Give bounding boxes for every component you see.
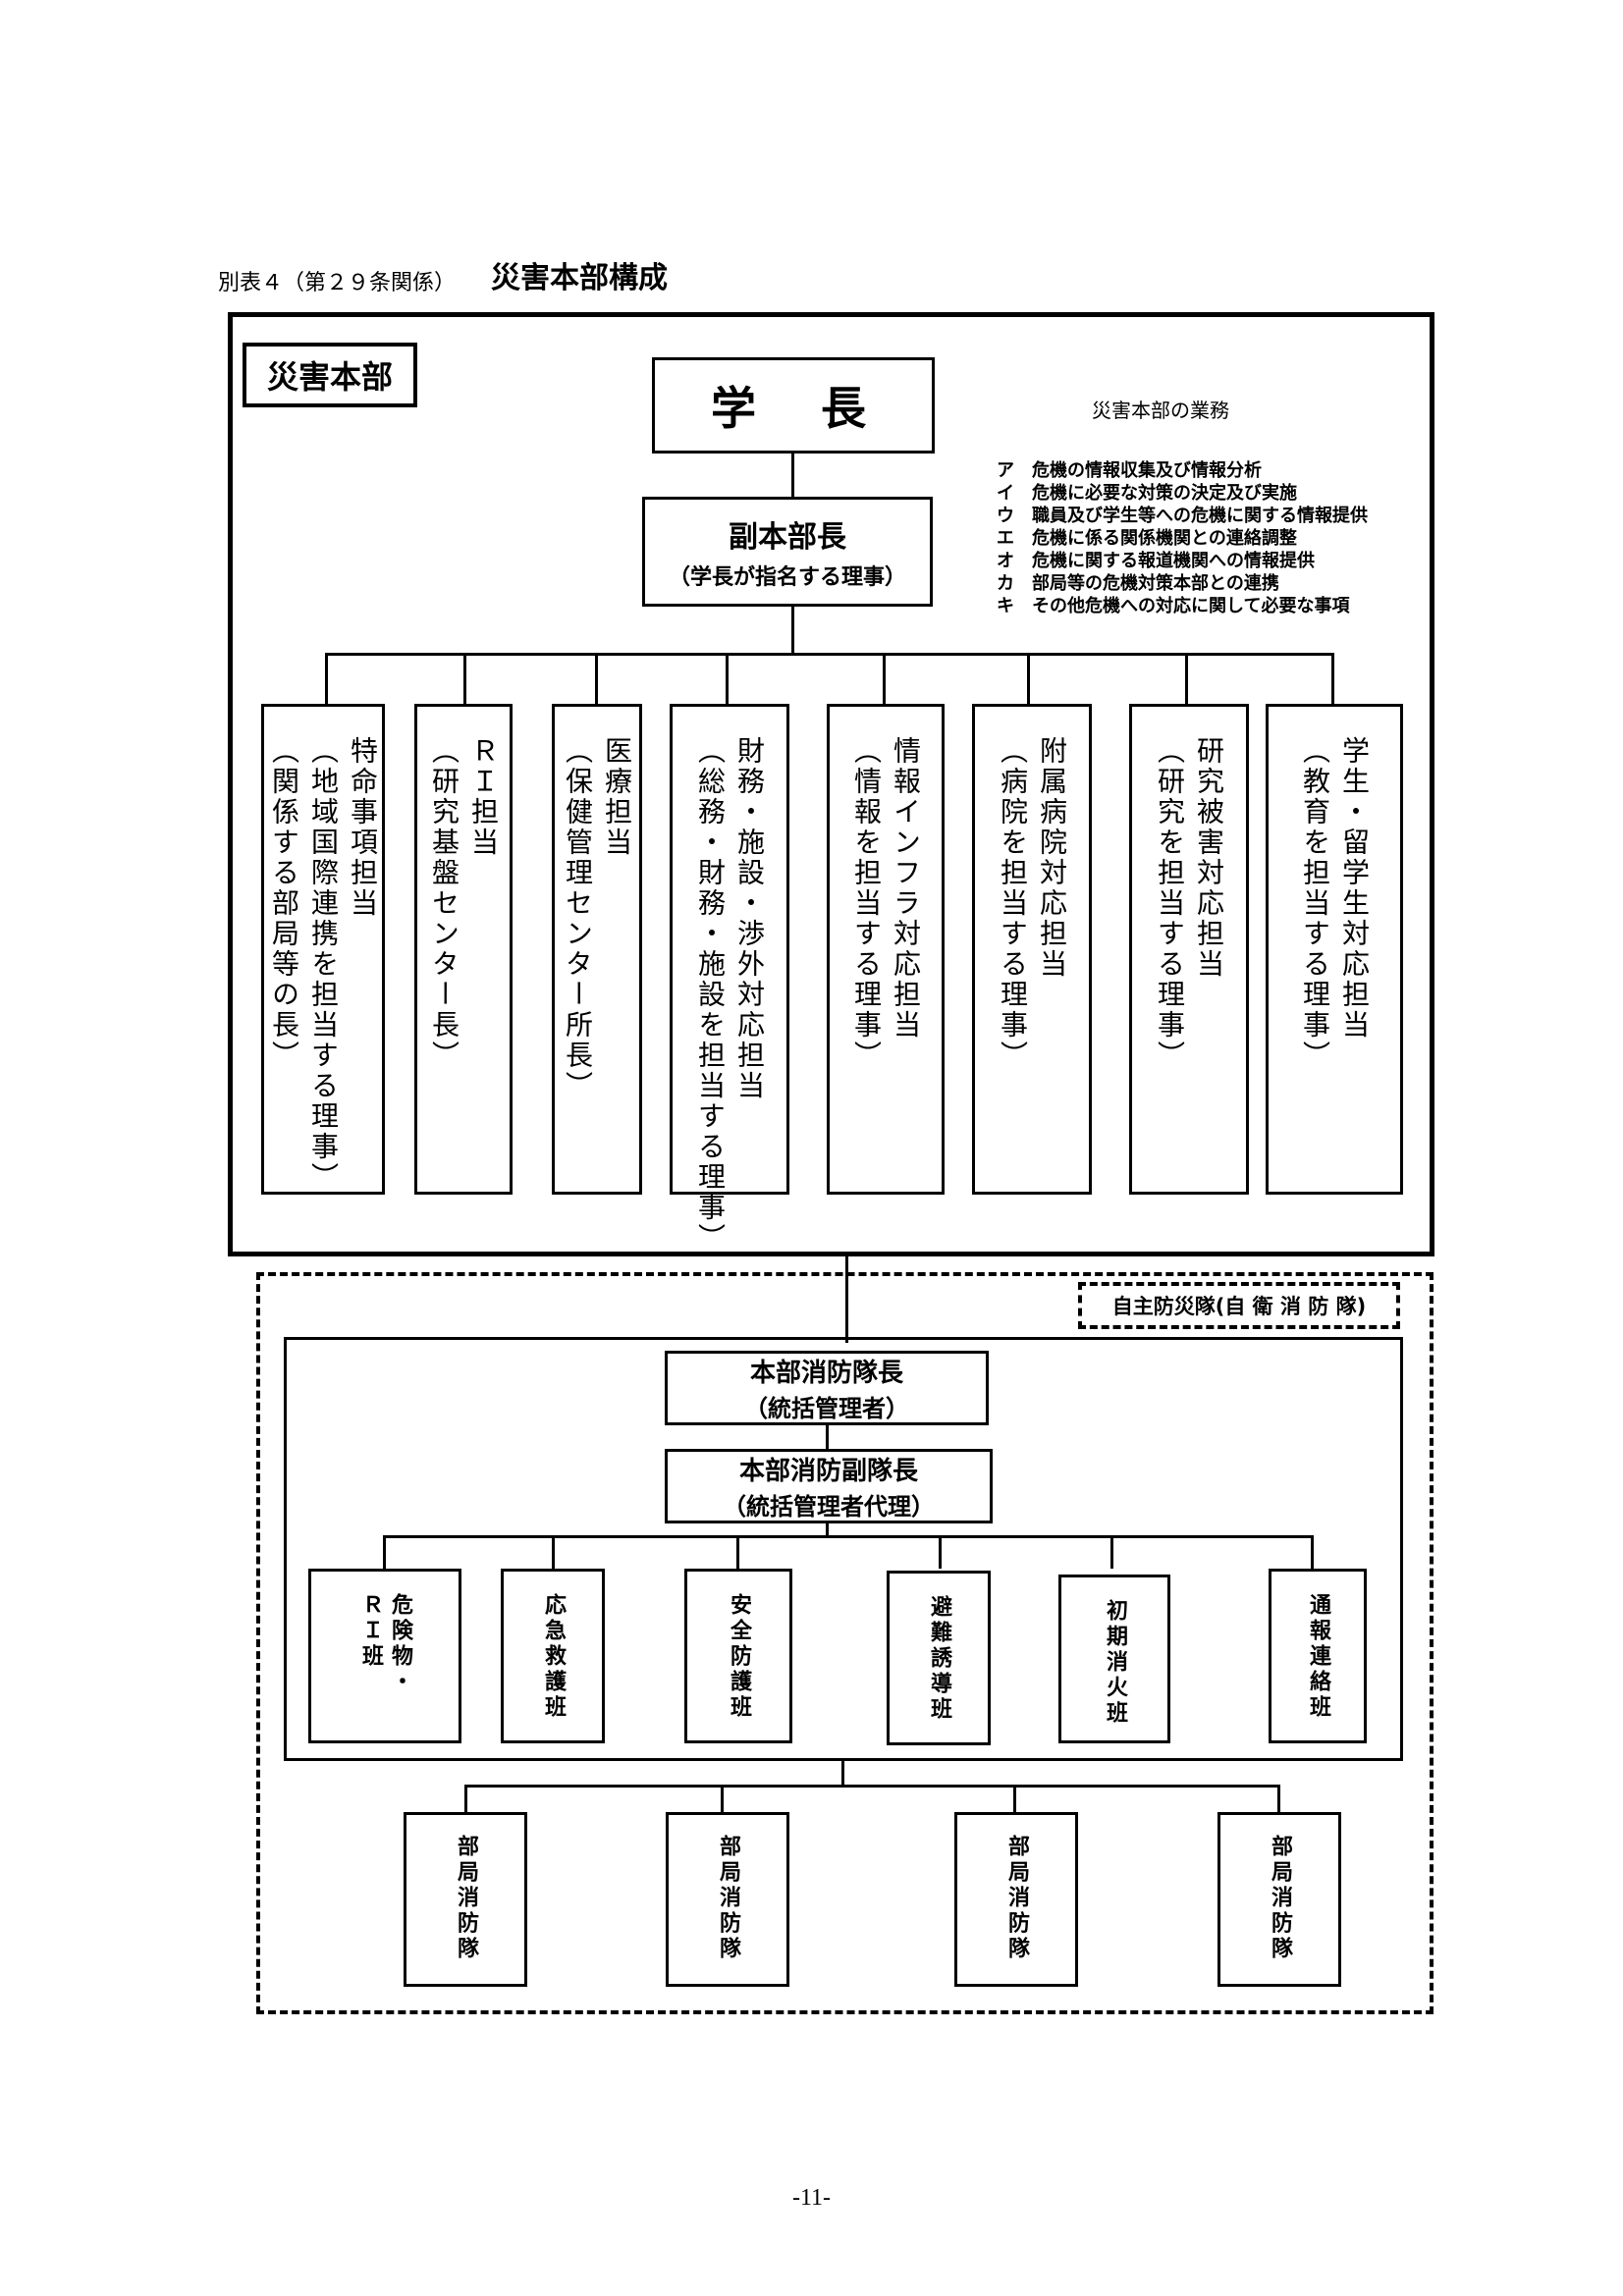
header: 別表４（第２９条関係） 災害本部構成 [218, 257, 668, 296]
duties-list: ア 危機の情報収集及び情報分析 イ 危機に必要な対策の決定及び実施 ウ 職員及び… [997, 459, 1368, 617]
connector [464, 1785, 1279, 1788]
connector [845, 1256, 848, 1343]
fire-vice-chief-box: 本部消防副隊長 （統括管理者代理） [665, 1449, 993, 1523]
connector [463, 653, 466, 704]
dept-brigade-box: 部局消防隊 [1217, 1812, 1341, 1987]
connector [726, 653, 729, 704]
connector [883, 653, 886, 704]
duty-item: ウ 職員及び学生等への危機に関する情報提供 [997, 506, 1368, 526]
president-box: 学 長 [652, 357, 935, 454]
duty-item: ア 危機の情報収集及び情報分析 [997, 460, 1262, 481]
connector [826, 1425, 829, 1449]
unit-box-student: 学生・留学生対応担当 （教育を担当する理事） [1266, 704, 1403, 1195]
page-number: -11- [791, 2185, 832, 2211]
connector [1277, 1785, 1280, 1812]
team-box-firefighting: 初期消火班 [1058, 1575, 1170, 1743]
connector [1110, 1535, 1113, 1569]
vice-head-box: 副本部長 （学長が指名する理事） [642, 497, 933, 607]
dept-brigade-box: 部局消防隊 [404, 1812, 527, 1987]
fire-hq-frame [284, 1337, 1403, 1761]
connector [552, 1535, 555, 1569]
unit-box-ri: ＲＩ担当 （研究基盤センター長） [414, 704, 513, 1195]
connector [1013, 1785, 1016, 1812]
connector [791, 607, 794, 654]
duty-item: エ 危機に係る関係機関との連絡調整 [997, 528, 1297, 549]
connector [383, 1535, 386, 1569]
connector [791, 454, 794, 497]
unit-box-info: 情報インフラ対応担当 （情報を担当する理事） [827, 704, 945, 1195]
duty-item: カ 部局等の危機対策本部との連携 [997, 573, 1279, 594]
dept-brigade-box: 部局消防隊 [954, 1812, 1078, 1987]
connector [736, 1535, 739, 1569]
connector [595, 653, 598, 704]
duties-heading: 災害本部の業務 [1092, 399, 1229, 422]
team-box-evacuation: 避難誘導班 [887, 1571, 991, 1745]
unit-box-finance: 財務・施設・渉外対応担当 （総務・財務・施設を担当する理事） [670, 704, 789, 1254]
connector [841, 1761, 844, 1787]
hq-frame [228, 312, 1434, 1256]
connector [1185, 653, 1188, 704]
duty-item: キ その他危機への対応に関して必要な事項 [997, 596, 1350, 616]
connector [325, 653, 1334, 656]
fire-chief-box: 本部消防隊長 （統括管理者） [665, 1351, 989, 1425]
team-box-communication: 通報連絡班 [1269, 1569, 1367, 1743]
fire-brigade-label: 自主防災隊(自 衛 消 防 隊) [1078, 1282, 1400, 1329]
fire-brigade-frame [256, 1272, 1434, 2014]
connector [1027, 653, 1030, 704]
unit-box-special: 特命事項担当 （地域国際連携を担当する理事） （関係する部局等の長） [261, 704, 385, 1195]
connector [325, 653, 328, 704]
unit-box-hospital: 附属病院対応担当 （病院を担当する理事） [972, 704, 1092, 1195]
connector [1311, 1535, 1314, 1569]
hq-label: 災害本部 [243, 343, 417, 407]
connector [939, 1535, 942, 1569]
dept-brigade-box: 部局消防隊 [666, 1812, 789, 1987]
team-box-first-aid: 応急救護班 [501, 1569, 605, 1743]
page-title: 災害本部構成 [491, 261, 669, 295]
unit-box-research: 研究被害対応担当 （研究を担当する理事） [1129, 704, 1249, 1195]
connector [464, 1785, 467, 1812]
team-box-hazmat: 危険物・ ＲＩ班 [308, 1569, 461, 1743]
duty-item: オ 危機に関する報道機関への情報提供 [997, 551, 1315, 571]
table-reference: 別表４（第２９条関係） [218, 271, 457, 295]
connector [721, 1785, 724, 1812]
duty-item: イ 危機に必要な対策の決定及び実施 [997, 483, 1297, 504]
unit-box-medical: 医療担当 （保健管理センター所長） [552, 704, 642, 1195]
team-box-safety: 安全防護班 [684, 1569, 792, 1743]
connector [826, 1523, 829, 1537]
connector [1331, 653, 1334, 704]
connector [383, 1535, 1314, 1538]
